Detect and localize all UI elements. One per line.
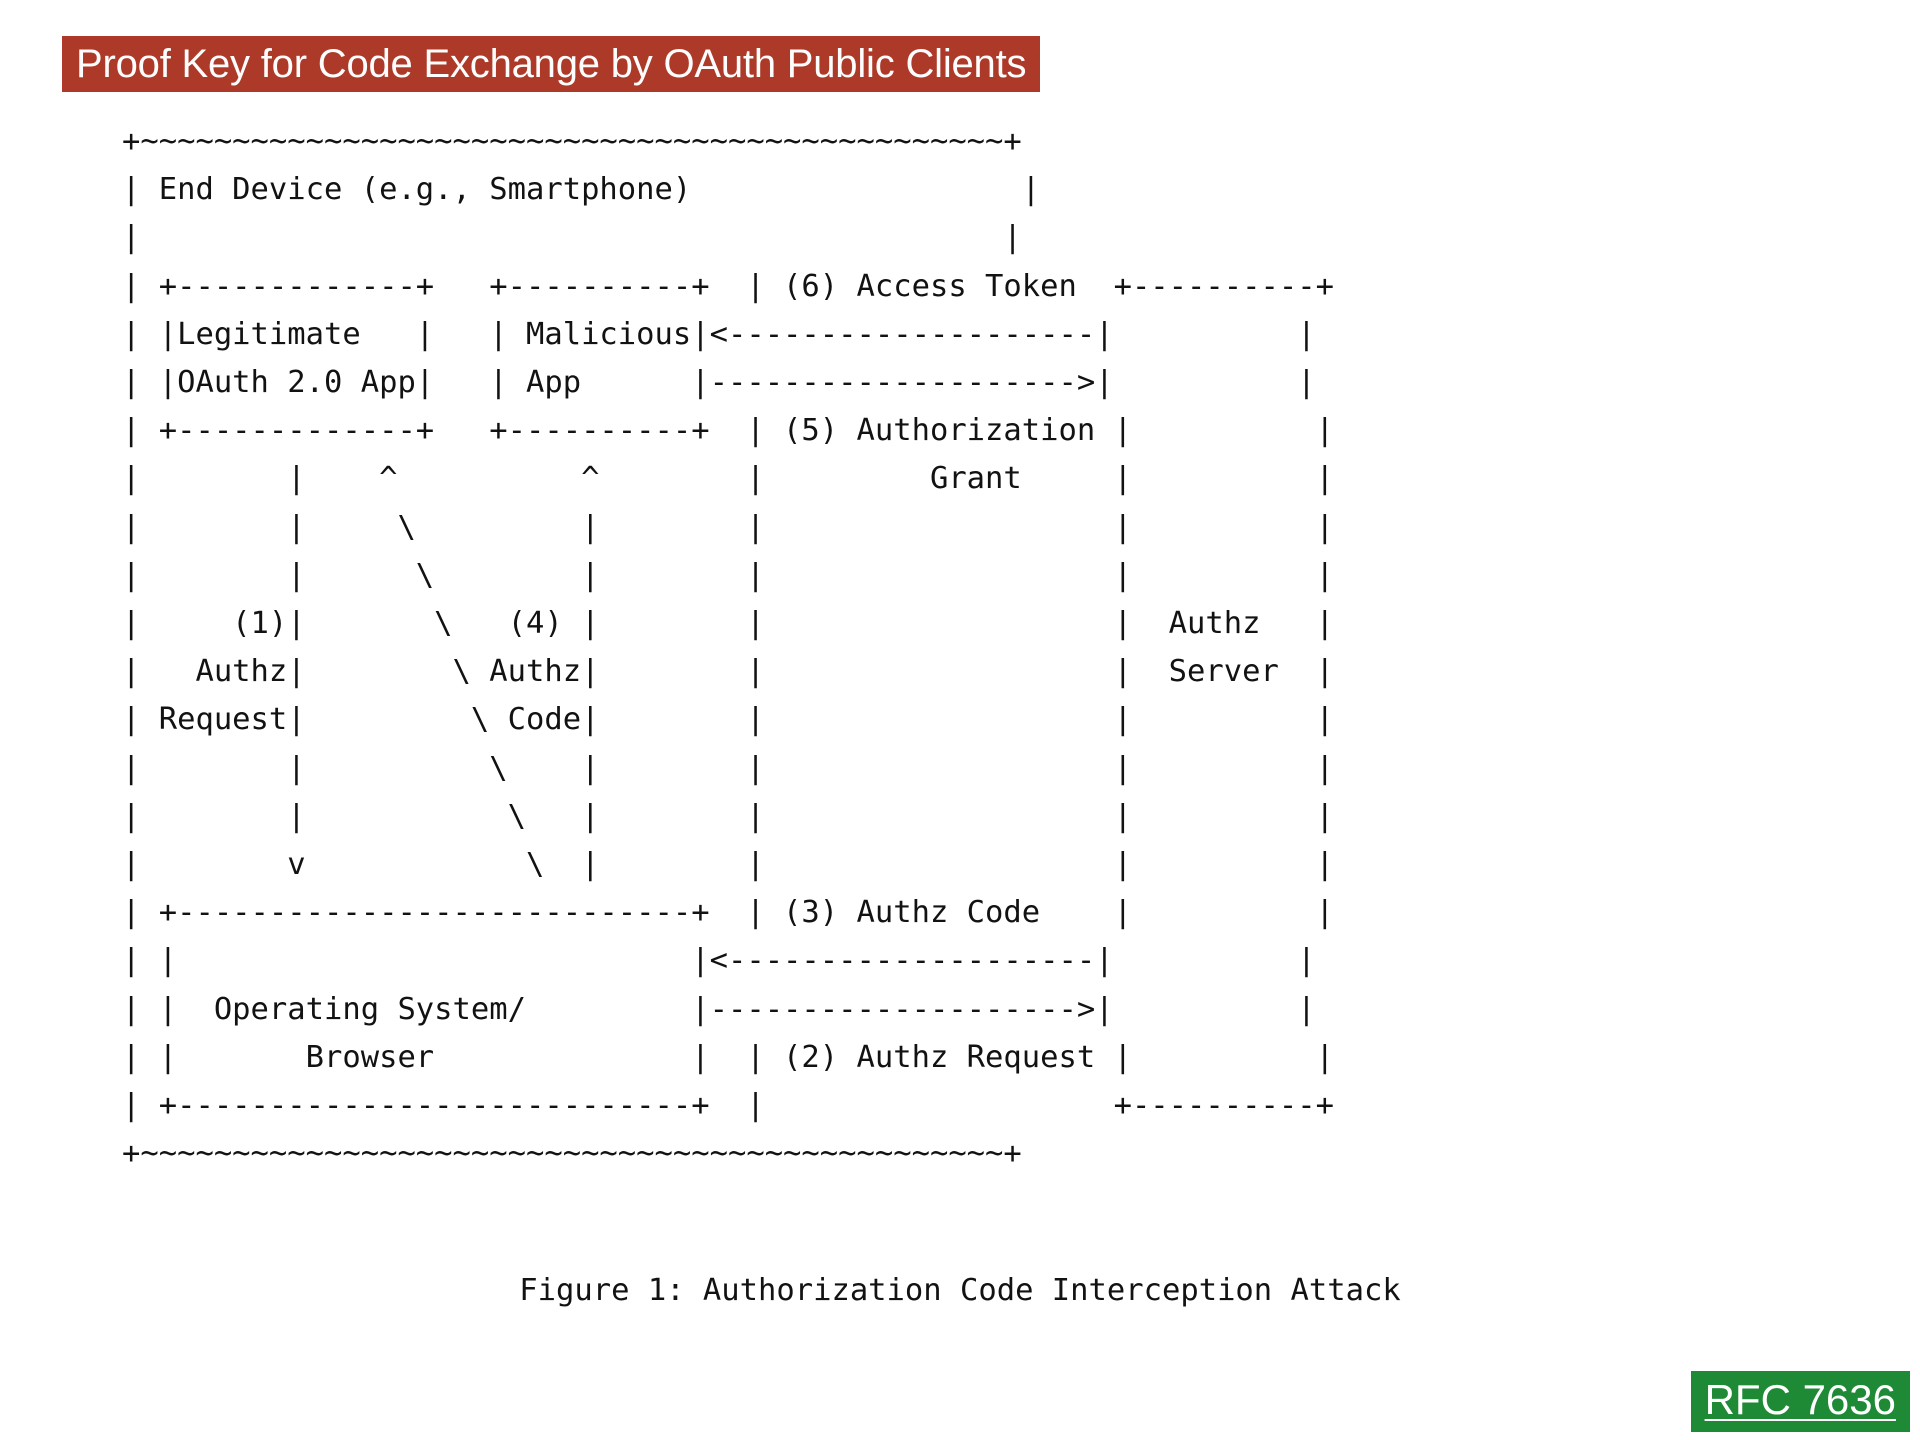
ascii-art-diagram: +~~~~~~~~~~~~~~~~~~~~~~~~~~~~~~~~~~~~~~~… xyxy=(122,124,1334,1172)
figure-caption-container: Figure 1: Authorization Code Interceptio… xyxy=(0,1272,1920,1310)
page-title: Proof Key for Code Exchange by OAuth Pub… xyxy=(76,42,1027,86)
slide-title-banner: Proof Key for Code Exchange by OAuth Pub… xyxy=(62,36,1041,92)
figure-container: +~~~~~~~~~~~~~~~~~~~~~~~~~~~~~~~~~~~~~~~… xyxy=(0,118,1920,1178)
rfc-reference-badge[interactable]: RFC 7636 xyxy=(1690,1371,1910,1432)
figure-caption: Figure 1: Authorization Code Interceptio… xyxy=(519,1273,1401,1308)
rfc-badge-label[interactable]: RFC 7636 xyxy=(1704,1376,1896,1423)
